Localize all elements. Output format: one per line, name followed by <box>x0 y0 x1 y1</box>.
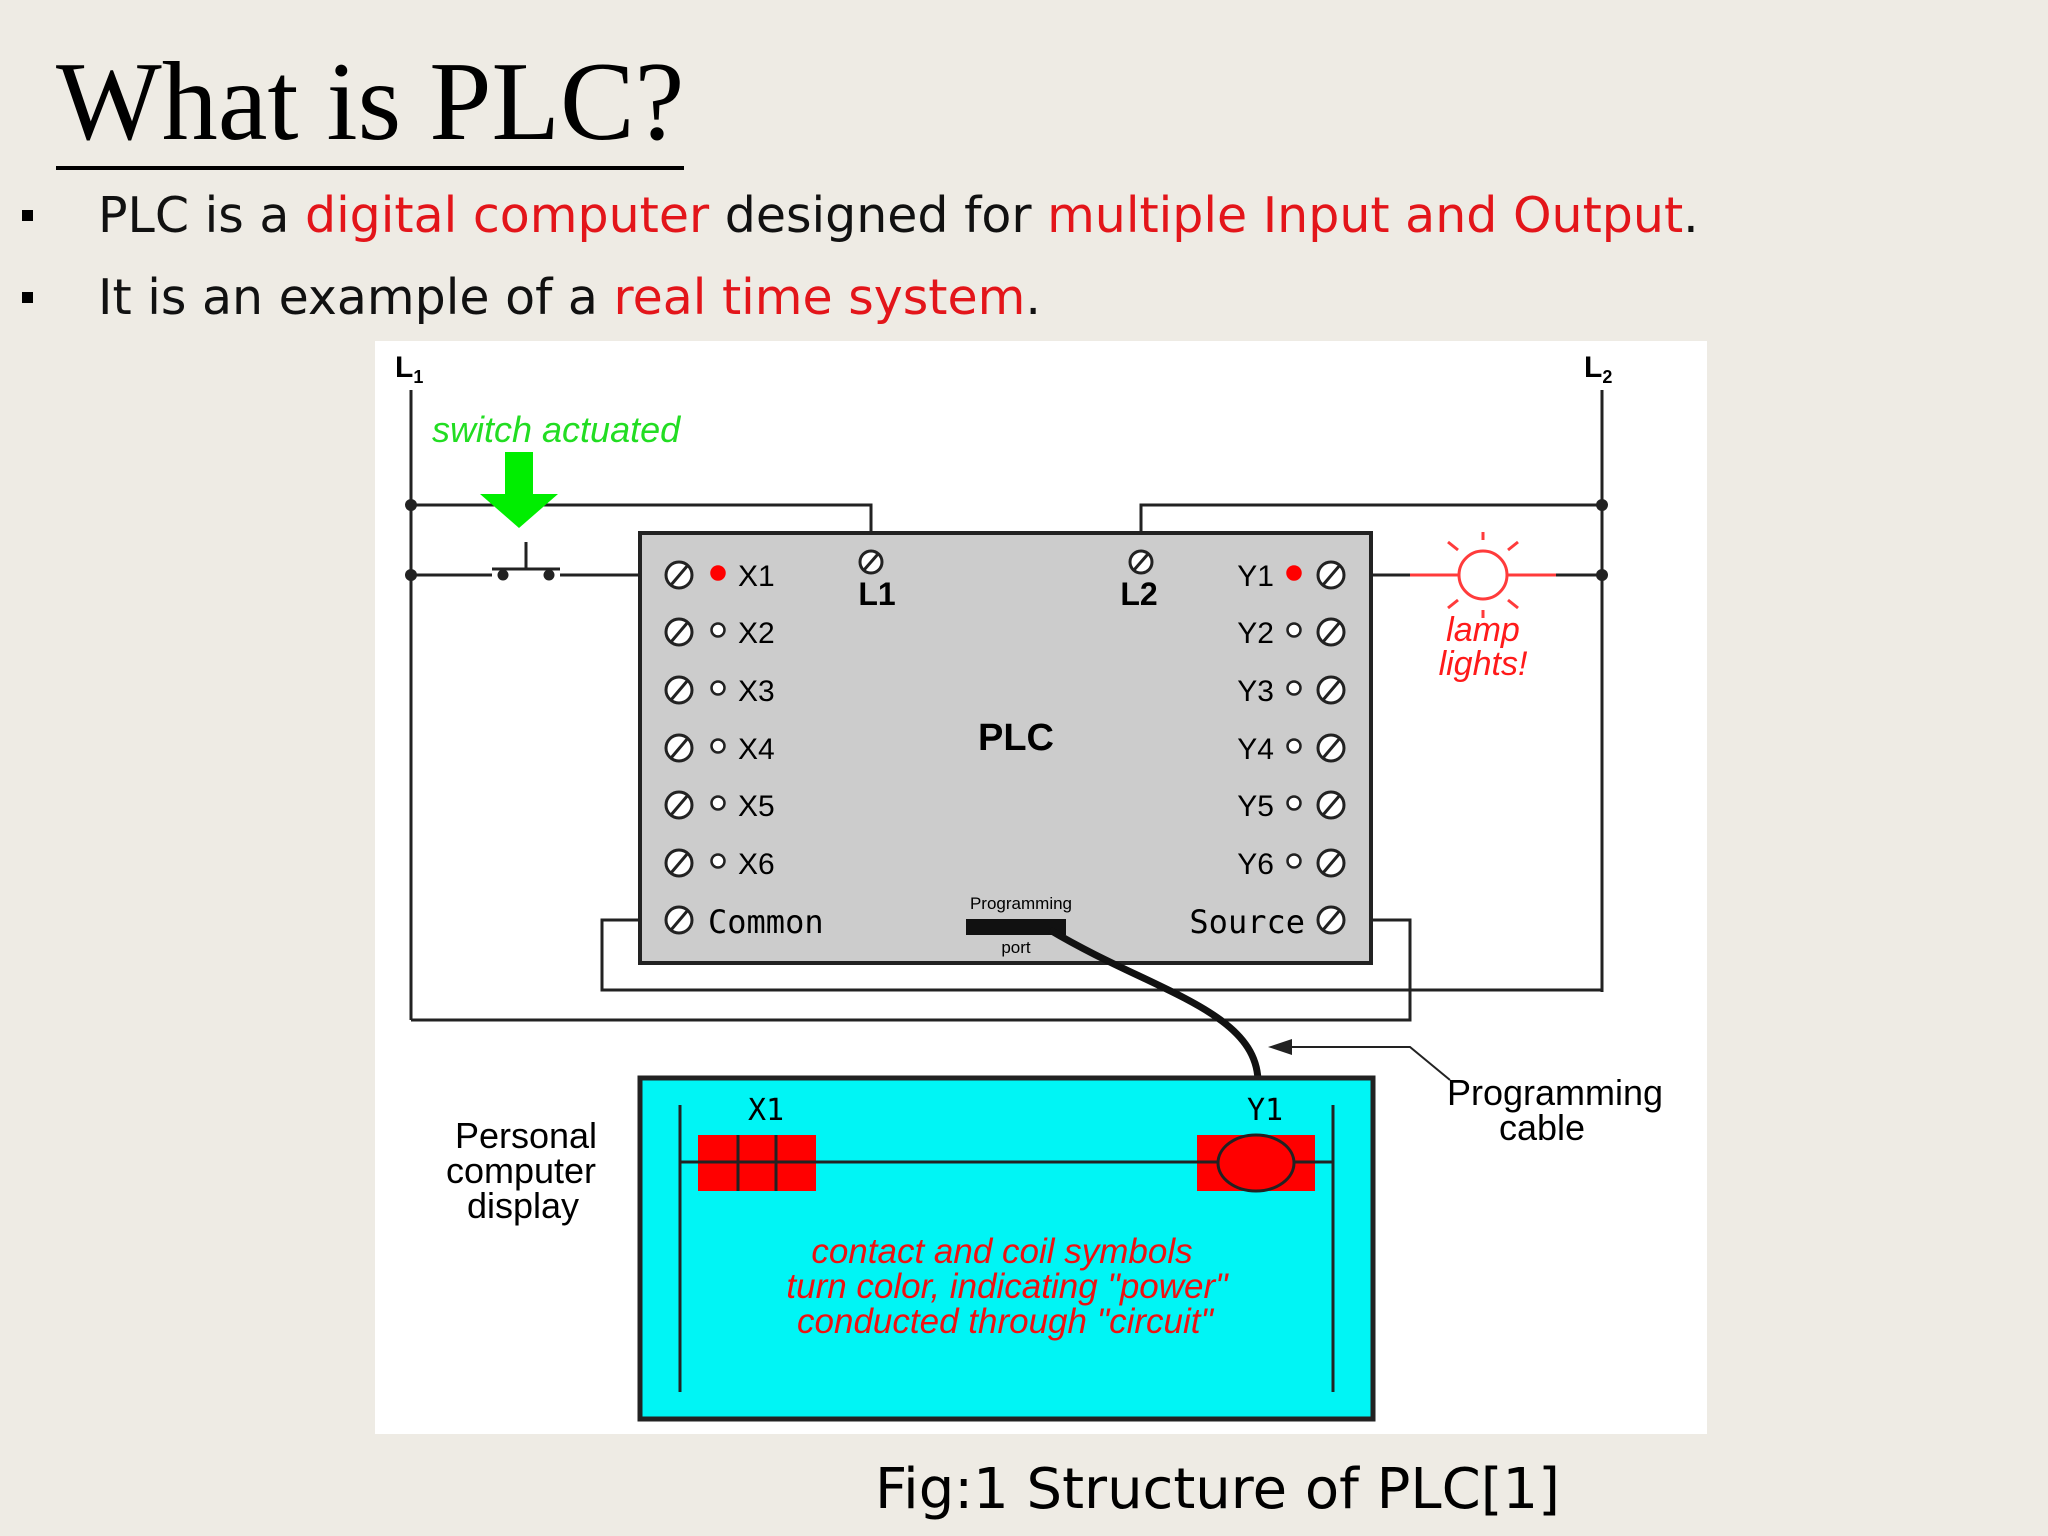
input-label: X6 <box>738 848 775 881</box>
ladder-note: contact and coil symbols turn color, ind… <box>786 1232 1229 1341</box>
output-led-icon <box>1286 795 1302 811</box>
output-label: Y2 <box>1237 617 1274 650</box>
input-terminal-x1: X1 <box>664 560 775 593</box>
top-terminal-screws <box>858 549 1154 575</box>
terminal-l2-label: L2 <box>1120 576 1157 612</box>
cable-label-2: cable <box>1499 1107 1585 1148</box>
ladder-coil-label: Y1 <box>1247 1093 1283 1128</box>
switch-arrow-icon <box>480 452 558 528</box>
ladder-note-line-1: contact and coil symbols <box>811 1232 1192 1271</box>
lamp-label-1: lamp <box>1446 611 1520 649</box>
ladder-note-line-2: turn color, indicating "power" <box>786 1267 1229 1306</box>
plc-label: PLC <box>978 717 1054 759</box>
cable-callout-line <box>1280 1046 1451 1081</box>
cable-label-1: Programming <box>1447 1072 1663 1113</box>
source-label: Source <box>1189 903 1305 941</box>
bullet-2-part-3: . <box>1025 269 1041 326</box>
cable-callout-arrow-icon <box>1268 1039 1292 1055</box>
input-label: X1 <box>738 560 775 593</box>
output-terminal-y4: Y4 <box>1237 733 1346 766</box>
output-led-icon <box>1286 565 1302 581</box>
plc-structure-diagram: L1 L2 switch actuated PLC L1 L2 X1X2X3X4… <box>375 341 1707 1434</box>
bullet-1-part-2: digital computer <box>304 187 710 244</box>
common-terminal <box>664 905 694 935</box>
bullet-text-1: PLC is a digital computer designed for m… <box>98 186 1699 246</box>
programming-port <box>966 919 1066 935</box>
input-terminal-x5: X5 <box>664 790 775 823</box>
ladder-contact-label: X1 <box>748 1093 784 1128</box>
input-terminal-x2: X2 <box>664 617 775 650</box>
source-terminal <box>1316 905 1346 935</box>
bullet-1-part-4: multiple Input and Output <box>1047 187 1684 244</box>
output-led-icon <box>1286 738 1302 754</box>
output-label: Y5 <box>1237 790 1274 823</box>
rail-l2-label: L2 <box>1584 351 1612 387</box>
rail-l1-label: L1 <box>395 351 423 387</box>
lamp-icon <box>1410 532 1556 618</box>
common-label: Common <box>708 903 824 941</box>
bullet-text-2: It is an example of a real time system. <box>98 268 1041 328</box>
input-label: X4 <box>738 733 775 766</box>
output-terminal-y5: Y5 <box>1237 790 1346 823</box>
ladder-contact-x1 <box>698 1135 816 1191</box>
output-label: Y3 <box>1237 675 1274 708</box>
figure-caption: Fig:1 Structure of PLC[1] <box>875 1457 1561 1522</box>
output-terminal-y6: Y6 <box>1237 848 1346 881</box>
output-terminal-y1: Y1 <box>1237 560 1346 593</box>
output-led-icon <box>1286 680 1302 696</box>
bullet-1-part-5: . <box>1683 187 1699 244</box>
bullet-2-part-1: It is an example of a <box>98 269 614 326</box>
input-terminal-x3: X3 <box>664 675 775 708</box>
input-led-icon <box>710 853 726 869</box>
switch-actuated-label: switch actuated <box>432 409 681 450</box>
input-led-icon <box>710 680 726 696</box>
power-rails <box>409 390 1604 1022</box>
lamp-label-2: lights! <box>1439 645 1528 683</box>
ladder-coil-y1 <box>1197 1133 1315 1193</box>
wire-junctions <box>405 499 1608 581</box>
output-label: Y4 <box>1237 733 1274 766</box>
input-terminal-x4: X4 <box>664 733 775 766</box>
terminal-l1-label: L1 <box>858 576 895 612</box>
input-led-icon <box>710 565 726 581</box>
slide-title: What is PLC? <box>56 40 685 170</box>
ladder-note-line-3: conducted through "circuit" <box>797 1302 1214 1341</box>
pc-label-1: Personal <box>455 1115 597 1156</box>
wire-common <box>600 918 1602 992</box>
bullet-square-icon <box>22 210 33 221</box>
programming-port-sublabel: port <box>1001 938 1031 957</box>
plc-body <box>638 531 1373 965</box>
input-led-icon <box>710 738 726 754</box>
input-label: X2 <box>738 617 775 650</box>
bullet-square-icon <box>22 292 33 303</box>
output-label: Y6 <box>1237 848 1274 881</box>
programming-cable <box>1048 926 1262 1081</box>
input-terminal-x6: X6 <box>664 848 775 881</box>
input-led-icon <box>710 622 726 638</box>
pushbutton-switch-icon <box>492 542 560 581</box>
output-label: Y1 <box>1237 560 1274 593</box>
bullet-item-2: It is an example of a real time system. <box>0 268 1900 328</box>
input-label: X5 <box>738 790 775 823</box>
output-terminal-y2: Y2 <box>1237 617 1346 650</box>
bullet-1-part-1: PLC is a <box>98 187 305 244</box>
bullet-1-part-3: designed for <box>709 187 1048 244</box>
pc-label-3: display <box>467 1185 579 1226</box>
output-led-icon <box>1286 853 1302 869</box>
output-led-icon <box>1286 622 1302 638</box>
bullet-item-1: PLC is a digital computer designed for m… <box>0 186 1900 246</box>
input-led-icon <box>710 795 726 811</box>
pc-label-2: computer <box>446 1150 596 1191</box>
input-label: X3 <box>738 675 775 708</box>
bullet-2-part-2: real time system <box>613 269 1026 326</box>
programming-port-label: Programming <box>970 894 1072 913</box>
wire-source <box>411 918 1412 1022</box>
output-terminal-y3: Y3 <box>1237 675 1346 708</box>
